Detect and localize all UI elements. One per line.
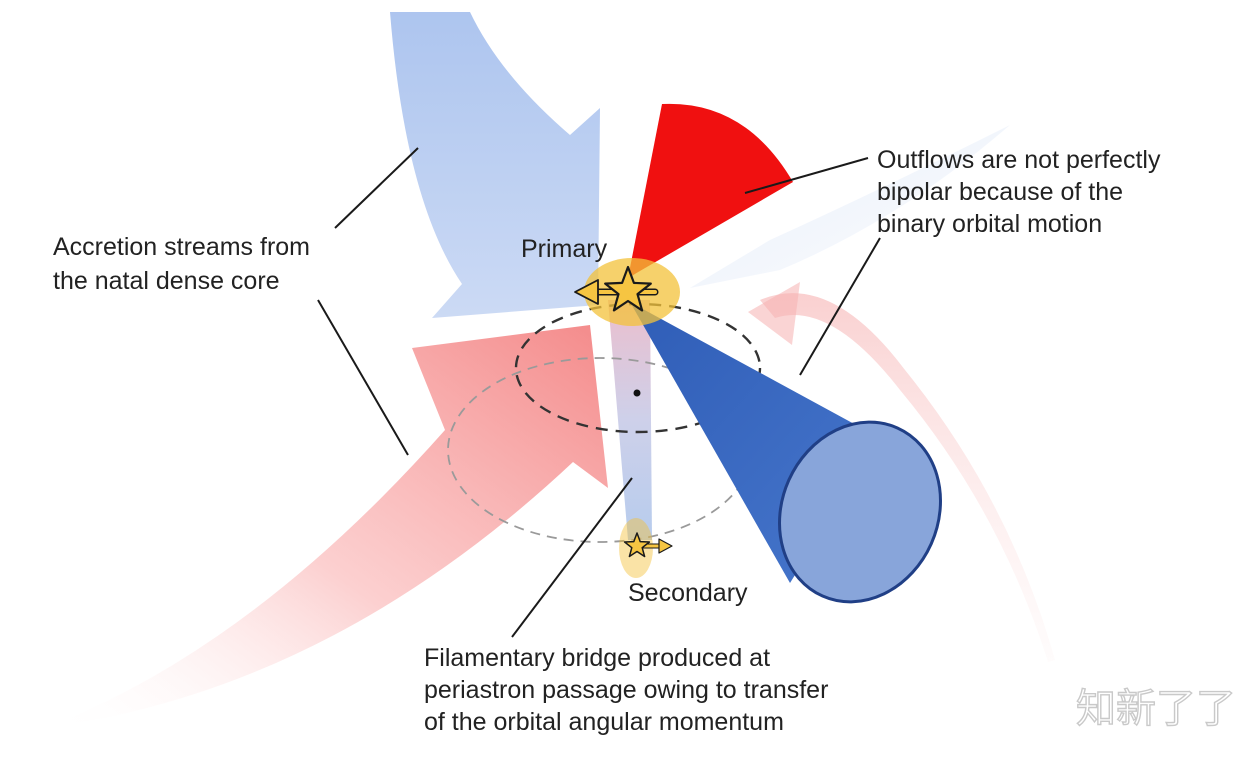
accretion-leader-line-bottom (317, 299, 409, 456)
filament-label: Filamentary bridge produced at periastro… (424, 644, 835, 736)
outflows-label-line-1: Outflows are not perfectly (877, 146, 1161, 174)
red-outflow-lobe (628, 103, 793, 278)
filament-label-line-1: Filamentary bridge produced at (424, 644, 770, 672)
outflow-leader-line-red (744, 157, 869, 194)
filamentary-bridge (608, 300, 652, 540)
accretion-label-line-2: the natal dense core (53, 267, 280, 295)
filament-label-line-2: periastron passage owing to transfer (424, 676, 828, 704)
red-stream-arrow-right (748, 282, 800, 345)
blue-outflow-cone-cap (778, 420, 942, 604)
outflow-leader-line-blue (799, 237, 881, 376)
blue-stream-arc-right (690, 125, 1010, 288)
accretion-label-line-1: Accretion streams from (53, 233, 310, 261)
outflows-label-line-3: binary orbital motion (877, 210, 1102, 238)
filament-leader-line (511, 477, 633, 638)
secondary-label: Secondary (628, 579, 748, 607)
accretion-leader-line-top (334, 147, 419, 229)
blue-accretion-stream (390, 12, 600, 318)
outflows-label-line-2: bipolar because of the (877, 178, 1123, 206)
star-icon (623, 532, 651, 558)
star-icon (604, 265, 652, 312)
accretion-label: Accretion streams from the natal dense c… (53, 233, 317, 295)
outflows-label: Outflows are not perfectly bipolar becau… (877, 146, 1167, 238)
watermark: 知新了了 (1076, 686, 1236, 732)
filament-label-line-3: of the orbital angular momentum (424, 708, 784, 736)
red-accretion-stream (45, 325, 608, 728)
primary-label: Primary (521, 235, 608, 263)
center-of-mass-dot (633, 389, 641, 397)
